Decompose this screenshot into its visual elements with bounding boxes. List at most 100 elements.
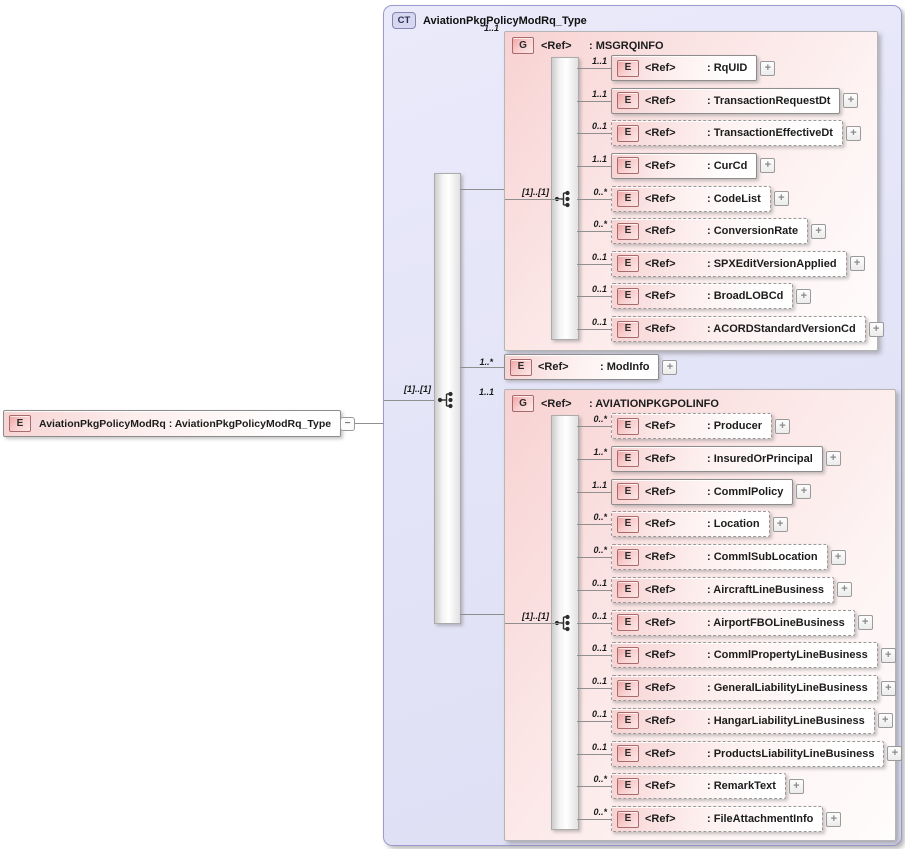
element-ref: <Ref>	[645, 159, 676, 172]
element-row-modinfo: E <Ref> : ModInfo +	[504, 354, 678, 380]
group-header[interactable]: G <Ref> : AVIATIONPKGPOLINFO	[512, 395, 719, 412]
element-box[interactable]: E<Ref>: CurCd	[611, 152, 758, 179]
element-box[interactable]: E <Ref> : ModInfo	[504, 354, 660, 380]
occurrence-label: [1]..[1]	[522, 186, 549, 197]
occurrence-label: 0..*	[593, 545, 607, 555]
occurrence-label: 0..*	[593, 186, 607, 197]
element-badge: E	[617, 745, 639, 762]
element-row: 1..*E<Ref>: InsuredOrPrincipal+	[577, 445, 891, 472]
occurrence-label: 0..*	[593, 512, 607, 523]
element-ref: <Ref>	[538, 361, 569, 373]
element-box[interactable]: E<Ref>: ConversionRate	[611, 218, 809, 245]
element-box[interactable]: E<Ref>: InsuredOrPrincipal	[611, 445, 823, 472]
expand-icon[interactable]: +	[830, 549, 846, 565]
element-badge: E	[617, 255, 639, 273]
element-row: 0..*E<Ref>: CommlSubLocation+	[577, 544, 891, 570]
element-box[interactable]: E<Ref>: Location	[611, 511, 770, 538]
element-box[interactable]: E<Ref>: BroadLOBCd	[611, 283, 794, 310]
element-box[interactable]: E<Ref>: AircraftLineBusiness	[611, 576, 834, 603]
expand-icon[interactable]: +	[849, 256, 865, 272]
element-box[interactable]: E<Ref>: SPXEditVersionApplied	[611, 250, 847, 277]
element-box[interactable]: E<Ref>: GeneralLiabilityLineBusiness	[611, 675, 878, 701]
element-box[interactable]: E <Ref> : ACORDStandardVersionCd	[611, 316, 866, 342]
element-box[interactable]: E<Ref>: ProductsLiabilityLineBusiness	[611, 740, 885, 767]
expand-icon[interactable]: +	[760, 158, 776, 174]
expand-icon[interactable]: +	[843, 93, 859, 109]
element-ref: <Ref>	[645, 551, 676, 563]
collapse-toggle-icon[interactable]: −	[340, 416, 356, 431]
element-box[interactable]: E<Ref>: CommlPolicy	[611, 478, 794, 505]
element-name: : AirportFBOLineBusiness	[707, 616, 845, 629]
element-row: 0..*E<Ref>: RemarkText+	[577, 773, 891, 800]
element-badge: E	[617, 190, 639, 207]
expand-icon[interactable]: +	[760, 60, 776, 76]
element-box[interactable]: E<Ref>: RqUID	[611, 55, 758, 81]
occurrence-label: 0..*	[593, 219, 607, 230]
expand-icon[interactable]: +	[796, 484, 812, 499]
element-row: 1..1 E<Ref>: RqUID+	[577, 55, 873, 81]
expand-icon[interactable]: +	[662, 359, 678, 375]
expand-icon[interactable]: +	[772, 516, 788, 532]
element-ref: <Ref>	[645, 323, 676, 335]
occurrence-label: 1..1	[591, 56, 607, 66]
element-box[interactable]: E<Ref>: TransactionRequestDt	[611, 87, 841, 114]
element-box[interactable]: E<Ref>: HangarLiabilityLineBusiness	[611, 707, 875, 734]
element-ref: <Ref>	[645, 780, 676, 793]
element-box[interactable]: E<Ref>: FileAttachmentInfo	[611, 806, 824, 832]
root-element-box[interactable]: E AviationPkgPolicyModRq : AviationPkgPo…	[3, 410, 342, 437]
expand-icon[interactable]: +	[880, 680, 896, 696]
element-name: : ACORDStandardVersionCd	[707, 323, 856, 335]
element-box[interactable]: E<Ref>: CommlSubLocation	[611, 544, 828, 570]
element-badge: E	[617, 59, 639, 77]
element-name: : CommlPropertyLineBusiness	[707, 649, 868, 662]
expand-icon[interactable]: +	[887, 746, 903, 761]
element-row: 0..* E<Ref>: CodeList+	[577, 185, 873, 212]
element-name: : FileAttachmentInfo	[707, 813, 814, 825]
expand-icon[interactable]: +	[826, 811, 842, 827]
connector-line	[505, 622, 561, 624]
expand-icon[interactable]: +	[880, 647, 896, 663]
element-badge: E	[617, 417, 639, 435]
element-box[interactable]: E<Ref>: TransactionEffectiveDt	[611, 120, 843, 147]
sequence-bar[interactable]	[434, 173, 461, 624]
expand-icon[interactable]: +	[825, 451, 841, 467]
expand-icon[interactable]: +	[775, 418, 791, 434]
expand-icon[interactable]: +	[836, 582, 852, 598]
element-name: : InsuredOrPrincipal	[707, 452, 813, 465]
expand-icon[interactable]: +	[868, 321, 884, 337]
element-badge: E	[617, 548, 639, 566]
expand-icon[interactable]: +	[811, 223, 827, 239]
expand-icon[interactable]: +	[857, 615, 873, 630]
element-ref: <Ref>	[645, 518, 676, 531]
occurrence-label: 0..1	[591, 284, 607, 295]
element-ref: <Ref>	[645, 649, 676, 662]
element-ref: <Ref>	[645, 420, 676, 432]
occurrence-label: 0..1	[591, 610, 607, 621]
expand-icon[interactable]: +	[845, 125, 861, 141]
element-box[interactable]: E<Ref>: CommlPropertyLineBusiness	[611, 642, 878, 669]
group-badge: G	[512, 395, 534, 412]
group-name: : MSGRQINFO	[589, 39, 664, 52]
element-row: 0..* E<Ref>: ConversionRate+	[577, 218, 873, 245]
connector-line	[505, 198, 561, 200]
group-header[interactable]: G <Ref> : MSGRQINFO	[512, 37, 664, 54]
expand-icon[interactable]: +	[773, 191, 789, 206]
element-box[interactable]: E<Ref>: CodeList	[611, 185, 771, 212]
element-box[interactable]: E<Ref>: Producer	[611, 413, 773, 439]
element-ref: <Ref>	[645, 813, 676, 825]
element-box[interactable]: E<Ref>: AirportFBOLineBusiness	[611, 609, 855, 636]
expand-icon[interactable]: +	[877, 713, 893, 729]
expand-icon[interactable]: +	[788, 778, 804, 794]
element-box[interactable]: E<Ref>: RemarkText	[611, 773, 786, 800]
expand-icon[interactable]: +	[796, 288, 812, 304]
element-badge: E	[617, 92, 639, 110]
element-badge: E	[617, 712, 639, 730]
element-badge: E	[617, 320, 639, 338]
